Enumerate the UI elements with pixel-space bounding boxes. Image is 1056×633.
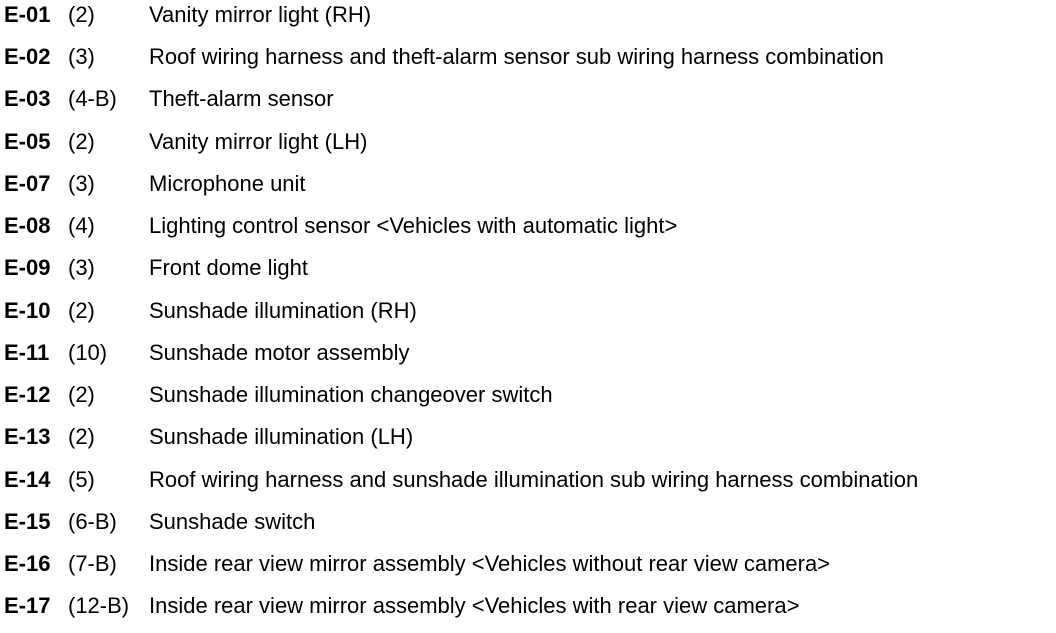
connector-pins: (4-B): [68, 86, 117, 111]
connector-description: Sunshade illumination (RH): [149, 298, 417, 323]
connector-pins: (12-B): [68, 593, 130, 618]
connector-description: Sunshade motor assembly: [149, 340, 410, 365]
connector-code: E-03: [4, 86, 51, 111]
connector-pins: (4): [68, 213, 95, 238]
connector-description: Microphone unit: [149, 171, 306, 196]
connector-description: Front dome light: [149, 255, 308, 280]
connector-pins: (2): [68, 2, 95, 27]
connector-pins: (2): [68, 382, 95, 407]
connector-pins: (3): [68, 255, 95, 280]
connector-code: E-08: [4, 213, 51, 238]
connector-code: E-01: [4, 2, 51, 27]
connector-description: Inside rear view mirror assembly <Vehicl…: [149, 551, 831, 576]
connector-pins: (5): [68, 467, 95, 492]
connector-code: E-16: [4, 551, 51, 576]
connector-pins: (2): [68, 298, 95, 323]
connector-description: Roof wiring harness and theft-alarm sens…: [149, 44, 884, 69]
connector-code: E-15: [4, 509, 51, 534]
connector-code: E-17: [4, 593, 51, 618]
connector-pins: (2): [68, 424, 95, 449]
connector-pins: (2): [68, 129, 95, 154]
connector-description: Roof wiring harness and sunshade illumin…: [149, 467, 919, 492]
connector-code: E-09: [4, 255, 51, 280]
connector-description: Sunshade switch: [149, 509, 316, 534]
connector-pins: (3): [68, 44, 95, 69]
connector-code: E-12: [4, 382, 51, 407]
connector-code: E-14: [4, 467, 51, 492]
connector-code: E-02: [4, 44, 51, 69]
connector-code: E-10: [4, 298, 51, 323]
connector-description: Theft-alarm sensor: [149, 86, 334, 111]
connector-code: E-07: [4, 171, 51, 196]
connector-description: Sunshade illumination changeover switch: [149, 382, 553, 407]
connector-pins: (6-B): [68, 509, 117, 534]
connector-description: Vanity mirror light (LH): [149, 129, 368, 154]
connector-pins: (3): [68, 171, 95, 196]
connector-description: Vanity mirror light (RH): [149, 2, 372, 27]
connector-description: Inside rear view mirror assembly <Vehicl…: [149, 593, 800, 618]
connector-pins: (7-B): [68, 551, 117, 576]
connector-pins: (10): [68, 340, 108, 365]
connector-code: E-05: [4, 129, 51, 154]
connector-code: E-13: [4, 424, 51, 449]
connector-code: E-11: [4, 340, 50, 365]
connector-description: Lighting control sensor <Vehicles with a…: [149, 213, 678, 238]
connector-description: Sunshade illumination (LH): [149, 424, 414, 449]
